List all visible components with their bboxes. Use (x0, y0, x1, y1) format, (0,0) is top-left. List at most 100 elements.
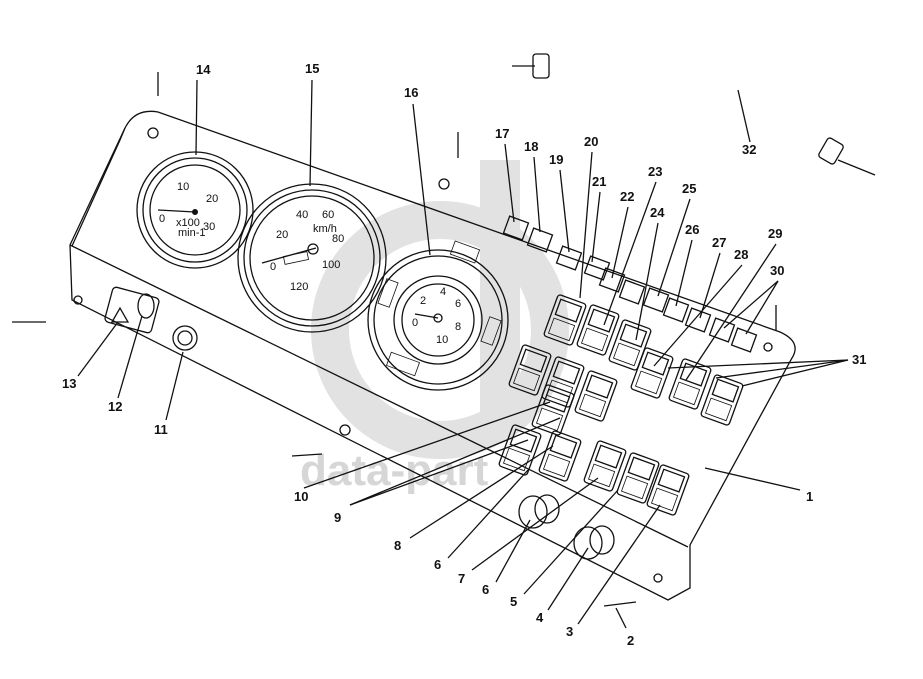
leader-line (165, 351, 184, 421)
callout-14: 14 (196, 62, 211, 77)
speedo-unit: km/h (313, 223, 337, 235)
combo-tick-6: 6 (455, 298, 461, 310)
indicator-lamp (555, 245, 583, 271)
leader-line (533, 156, 541, 233)
callout-18: 18 (524, 139, 538, 154)
tach-tick-20: 20 (206, 193, 218, 205)
leader-line (591, 191, 601, 263)
leader-line (303, 401, 551, 489)
indicator-lamp (730, 327, 758, 353)
callout-27: 27 (712, 235, 726, 250)
speedo-tick-100: 100 (322, 259, 340, 271)
callout-30: 30 (770, 263, 784, 278)
callout-17: 17 (495, 126, 509, 141)
tach-tick-0: 0 (159, 213, 165, 225)
rocker-switch (508, 344, 552, 396)
leader-line (704, 467, 801, 491)
leader-line (495, 519, 531, 583)
leader-line (675, 239, 693, 307)
leader-line (715, 359, 849, 379)
leader-line (653, 264, 743, 367)
rocker-switch (646, 464, 690, 516)
leader-line (559, 169, 570, 253)
tach-unit-2: min-1 (178, 227, 206, 239)
leader-line (412, 103, 431, 256)
callout-15: 15 (305, 61, 319, 76)
leader-line (349, 417, 561, 506)
rocker-switch (630, 347, 674, 399)
callout-2: 2 (627, 633, 634, 648)
screws (12, 72, 777, 607)
rocker-switch (616, 452, 660, 504)
combo-tick-8: 8 (455, 321, 461, 333)
speedometer-gauge: 0 20 40 60 80 100 120 km/h (237, 183, 387, 333)
callout-32: 32 (742, 142, 756, 157)
leader-line (195, 79, 198, 156)
indicator-lamp (526, 227, 554, 253)
speedo-tick-20: 20 (276, 229, 288, 241)
callout-9: 9 (334, 510, 341, 525)
callout-11: 11 (154, 422, 168, 437)
callout-1: 1 (806, 489, 813, 504)
tach-unit: x100 (176, 217, 200, 229)
leader-line (309, 79, 313, 187)
leader-line (349, 439, 529, 506)
watermark-text: data-part (300, 446, 489, 495)
callout-20: 20 (584, 134, 598, 149)
switch-group (498, 215, 758, 516)
tach-tick-10: 10 (177, 181, 189, 193)
rocker-switch (543, 294, 587, 346)
leader-line (685, 243, 777, 381)
leader-line (699, 252, 721, 319)
hazard-switch (104, 286, 198, 351)
rocker-switch (538, 430, 582, 482)
leader-line (611, 206, 629, 279)
callout-24: 24 (650, 205, 665, 220)
callout-19: 19 (549, 152, 563, 167)
callout-23: 23 (648, 164, 662, 179)
callout-5: 5 (510, 594, 517, 609)
leader-line (723, 280, 779, 329)
rocker-switch (583, 440, 627, 492)
leader-line (741, 359, 849, 387)
speedo-tick-0: 0 (270, 261, 276, 273)
combination-gauge: 0 2 4 6 8 10 (367, 240, 509, 391)
callout-10: 10 (294, 489, 308, 504)
callout-28: 28 (734, 247, 748, 262)
leader-line (547, 547, 589, 611)
leader-line (577, 504, 661, 625)
callout-4: 4 (536, 610, 544, 625)
tachometer-gauge: 0 10 20 30 x100 min-1 (136, 151, 254, 269)
leader-line (523, 489, 619, 595)
indicator-lamp (618, 279, 646, 305)
callout-22: 22 (620, 189, 634, 204)
leader-line (603, 181, 657, 326)
panel-body (69, 110, 796, 601)
leader-line (615, 607, 627, 629)
speedo-tick-80: 80 (332, 233, 344, 245)
speedo-tick-120: 120 (290, 281, 308, 293)
speedo-tick-60: 60 (322, 209, 334, 221)
combo-tick-0: 0 (412, 317, 418, 329)
speedo-tick-40: 40 (296, 209, 308, 221)
leader-line (737, 89, 751, 143)
speedometer-cable (512, 53, 876, 176)
callout-6: 6 (482, 582, 489, 597)
callout-25: 25 (682, 181, 696, 196)
callout-leaders (77, 79, 849, 629)
callout-31: 31 (852, 352, 866, 367)
leader-line (409, 445, 554, 539)
leader-line (117, 315, 143, 399)
rocker-switch (576, 304, 620, 356)
indicator-lamp (662, 297, 690, 323)
callout-7: 7 (458, 571, 465, 586)
callout-26: 26 (685, 222, 699, 237)
callout-21: 21 (592, 174, 606, 189)
rocker-switch (574, 370, 618, 422)
rocker-switch (541, 356, 585, 408)
indicator-lamp (598, 267, 626, 293)
callout-8: 8 (394, 538, 401, 553)
indicator-lamp (684, 307, 712, 333)
